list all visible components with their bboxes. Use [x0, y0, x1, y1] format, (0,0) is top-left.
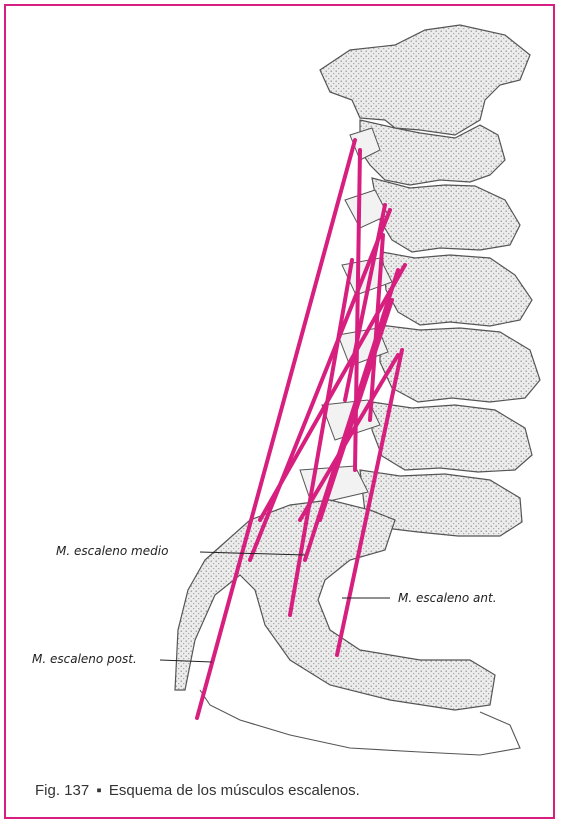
label-escaleno-post: M. escaleno post. [32, 652, 137, 666]
caption-text: Esquema de los músculos escalenos. [109, 782, 360, 799]
figure-caption: Fig. 137 ▪ Esquema de los músculos escal… [35, 782, 360, 799]
vertebra-c1-c2 [320, 25, 530, 135]
vertebra-c5 [380, 325, 540, 402]
caption-bullet: ▪ [93, 782, 104, 799]
label-escaleno-medio: M. escaleno medio [56, 544, 168, 558]
label-escaleno-ant: M. escaleno ant. [398, 591, 497, 605]
vertebra-c6 [372, 402, 532, 472]
vertebra-c3 [372, 178, 520, 252]
figure-number: Fig. 137 [35, 782, 89, 799]
